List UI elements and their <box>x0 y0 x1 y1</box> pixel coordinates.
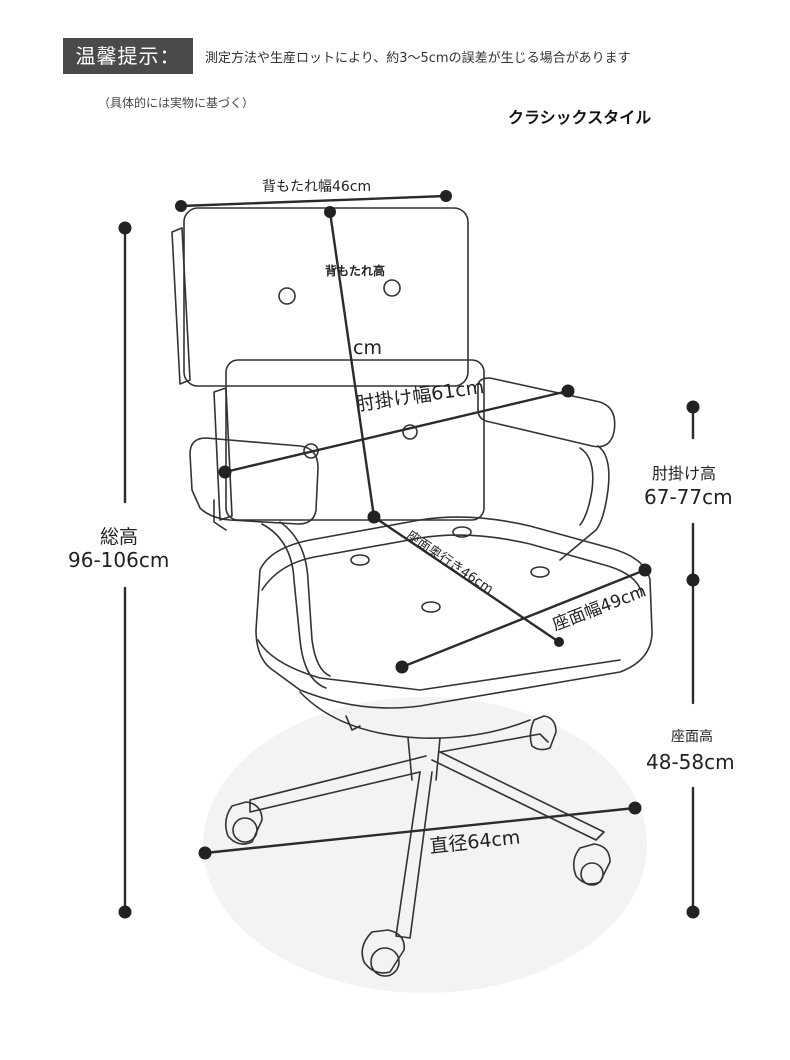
seat-width-line <box>400 568 647 669</box>
diameter-line <box>203 806 637 855</box>
back-width-line <box>179 194 448 208</box>
dimension-lines <box>123 194 695 914</box>
seat-height-title: 座面高 <box>671 729 713 745</box>
armrest-width-line <box>223 389 570 474</box>
back-height-title: 背もたれ高 <box>325 264 386 278</box>
armrest-height-title: 肘掛け高 <box>652 464 717 483</box>
seat-height-value: 48-58cm <box>646 750 735 774</box>
notice-subtext: （具体的には実物に基づく） <box>98 96 255 110</box>
total-height-title: 総高 <box>100 526 139 548</box>
floor-shadow <box>203 697 647 993</box>
notice-badge: 温馨提示： <box>63 38 193 74</box>
total-height-value: 96-106cm <box>68 548 170 572</box>
armrest-height-value: 67-77cm <box>644 485 733 509</box>
chair-drawing <box>171 207 653 977</box>
back-width-label: 背もたれ幅46cm <box>262 179 372 195</box>
dimension-endpoints <box>118 190 700 919</box>
back-height-value: cm <box>353 337 382 359</box>
seat-depth-line <box>372 515 561 644</box>
notice-text: 測定方法や生産ロットにより、約3〜5cmの誤差が生じる場合があります <box>205 51 631 66</box>
style-label: クラシックスタイル <box>508 108 652 127</box>
back-height-line <box>328 210 376 519</box>
